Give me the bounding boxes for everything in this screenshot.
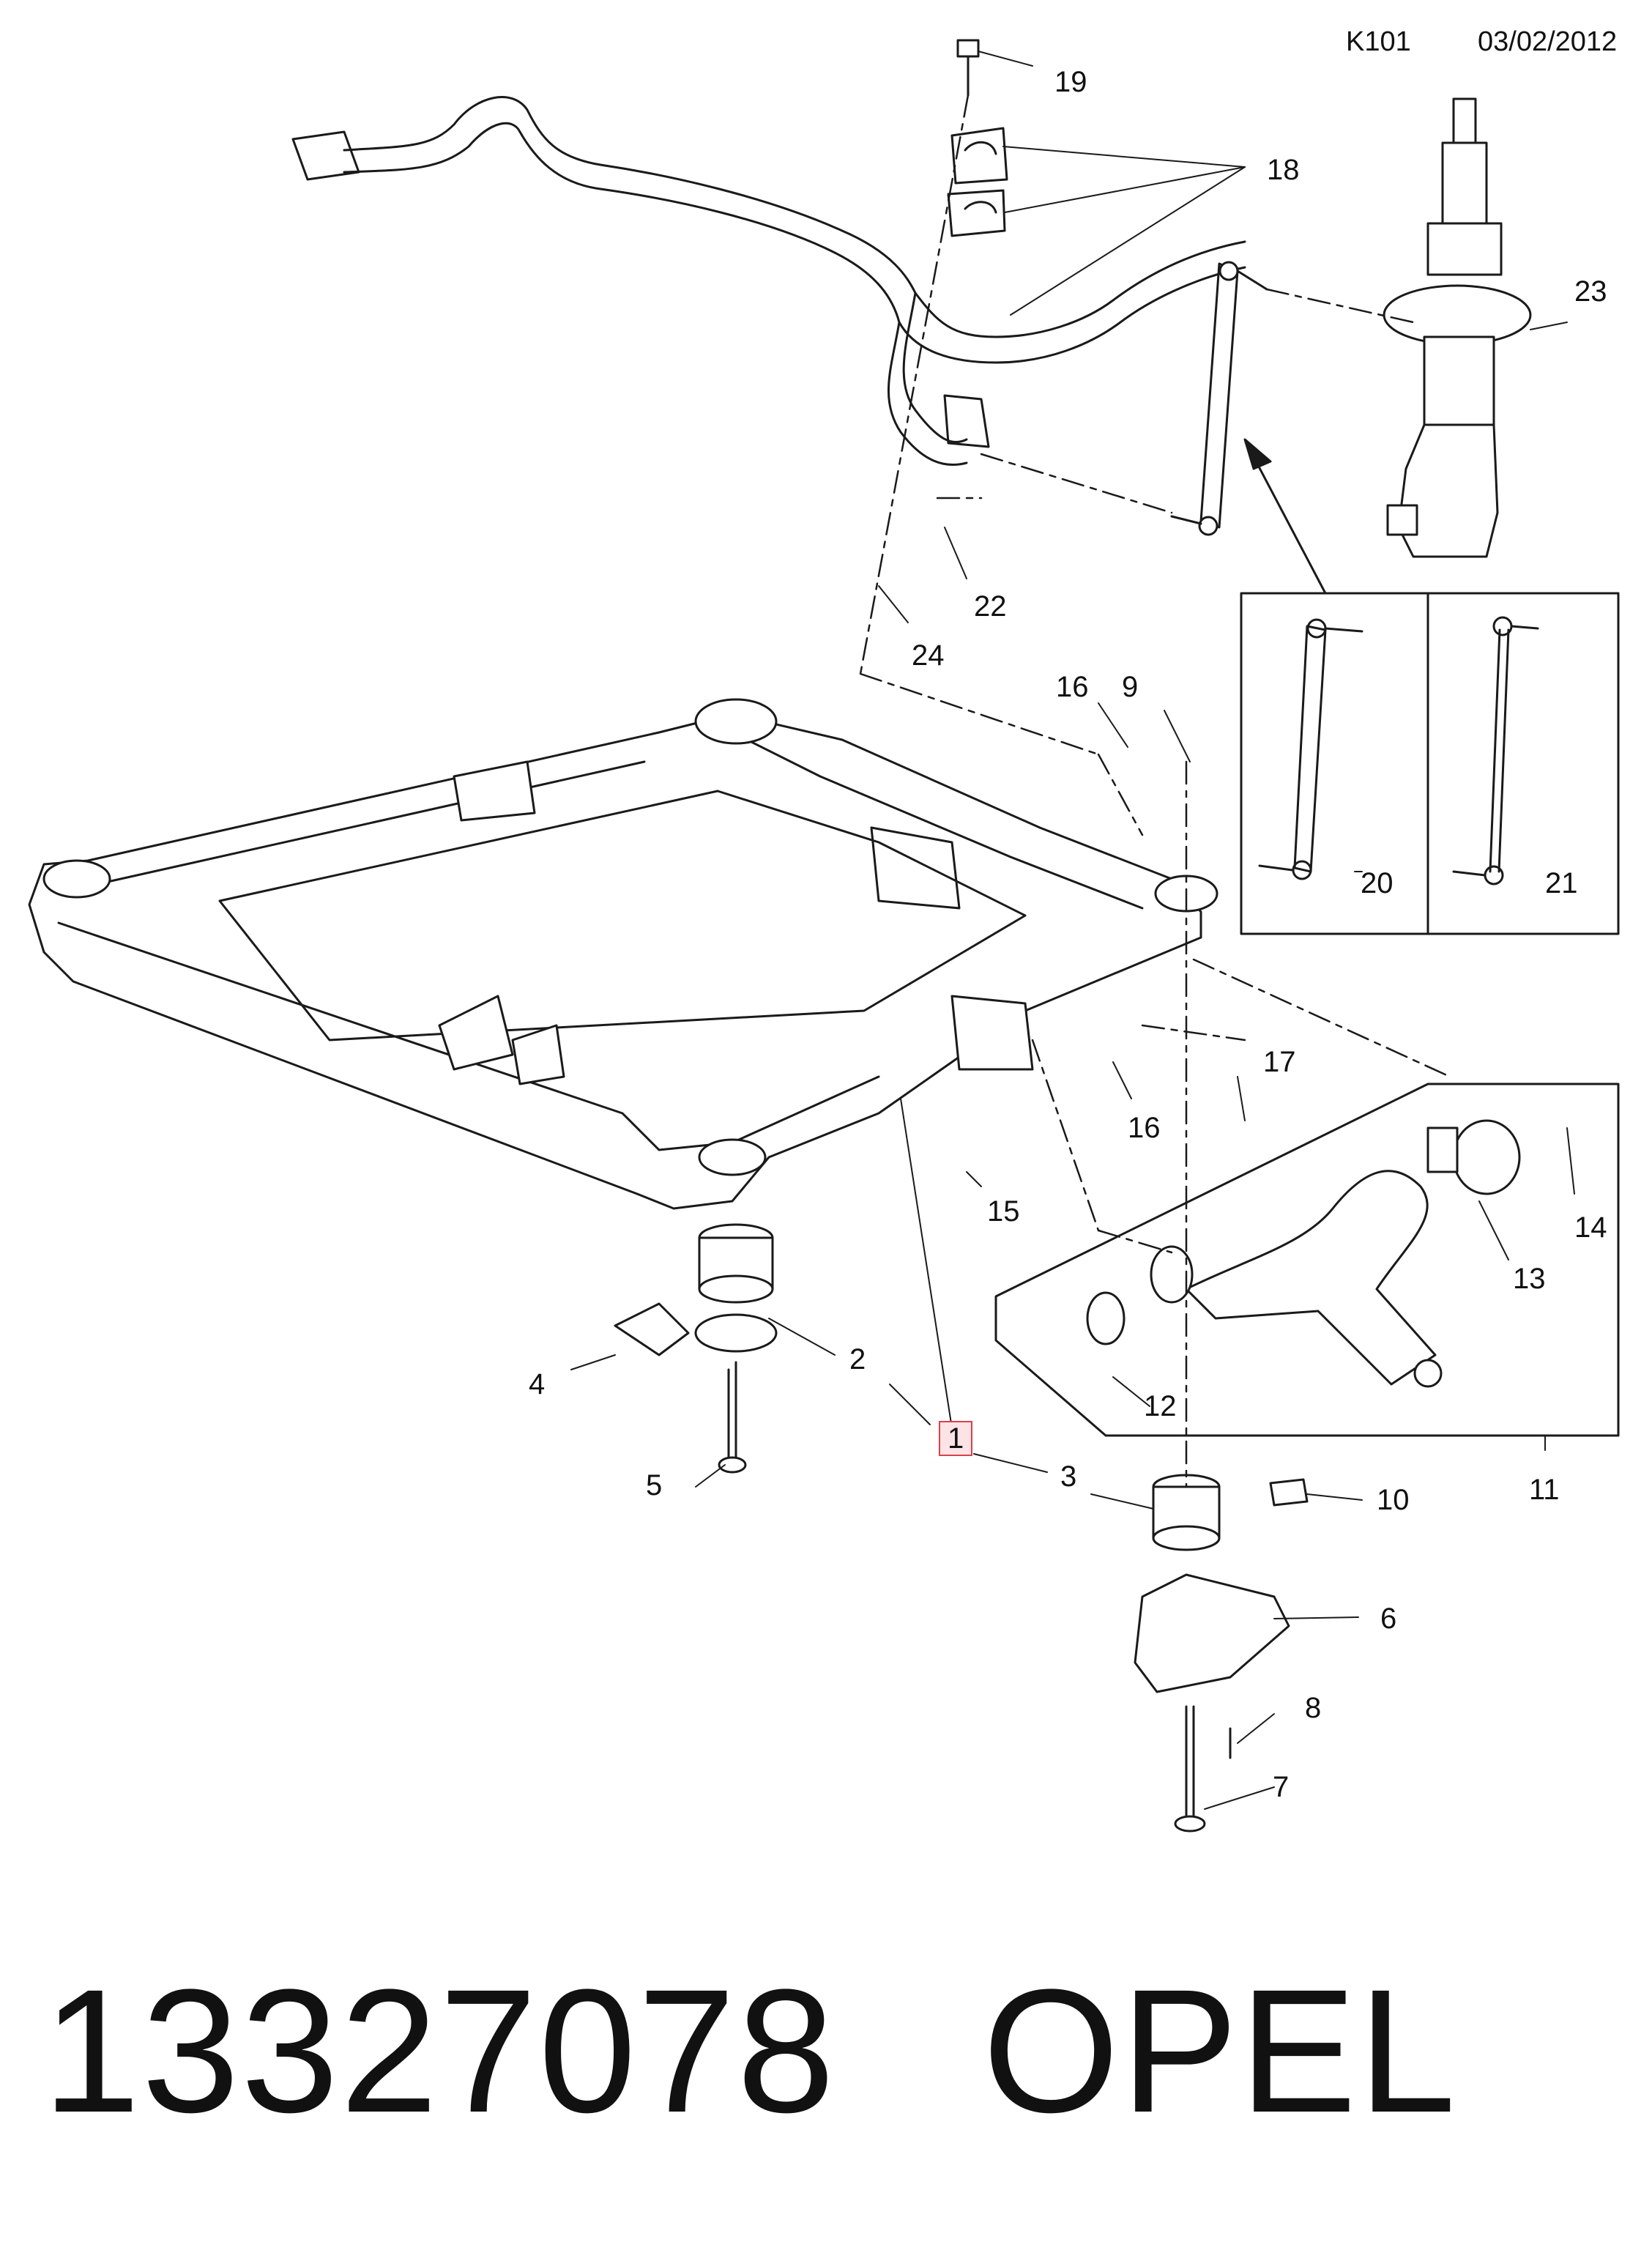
callout-11: 11 xyxy=(1529,1474,1560,1506)
callout-3: 3 xyxy=(1060,1460,1077,1493)
diagram-date: 03/02/2012 xyxy=(1478,26,1618,57)
callout-16-bottom: 16 xyxy=(1128,1112,1161,1144)
callout-18: 18 xyxy=(1267,154,1300,186)
rear-mount-parts xyxy=(614,1223,778,1474)
control-arm-inset xyxy=(994,1083,1620,1437)
callout-4: 4 xyxy=(529,1368,546,1400)
diagram-code: K101 xyxy=(1346,26,1411,57)
stabilizer-bar xyxy=(291,96,1246,467)
callout-17: 17 xyxy=(1263,1046,1296,1078)
callout-21: 21 xyxy=(1545,867,1578,899)
callout-13: 13 xyxy=(1513,1263,1546,1295)
callout-16-top: 16 xyxy=(1056,671,1089,703)
leader-lines xyxy=(570,51,1575,1810)
callout-7: 7 xyxy=(1273,1771,1290,1803)
callout-9: 9 xyxy=(1122,671,1139,703)
callout-24: 24 xyxy=(912,639,945,672)
stabilizer-link xyxy=(1170,261,1268,536)
stabilizer-bushings xyxy=(947,39,1008,237)
callout-10: 10 xyxy=(1377,1484,1410,1516)
callout-14: 14 xyxy=(1574,1211,1607,1244)
assembly-lines xyxy=(859,94,1451,1488)
callout-2: 2 xyxy=(849,1343,866,1375)
callout-1: 1 xyxy=(939,1421,973,1456)
brand-name: OPEL xyxy=(982,1953,1458,2149)
callout-8: 8 xyxy=(1305,1692,1322,1724)
callout-22: 22 xyxy=(974,590,1007,623)
callout-6: 6 xyxy=(1380,1603,1397,1635)
callout-15: 15 xyxy=(987,1195,1020,1228)
callout-20: 20 xyxy=(1361,867,1394,899)
part-number: 13327078 xyxy=(42,1953,836,2149)
inset-arrow xyxy=(1251,453,1327,595)
strut-assembly xyxy=(1383,97,1532,558)
subframe xyxy=(28,698,1218,1210)
callout-12: 12 xyxy=(1144,1390,1177,1422)
callout-5: 5 xyxy=(646,1469,663,1501)
callout-23: 23 xyxy=(1574,275,1607,308)
link-variants-inset xyxy=(1240,592,1620,935)
callout-19: 19 xyxy=(1054,66,1087,98)
